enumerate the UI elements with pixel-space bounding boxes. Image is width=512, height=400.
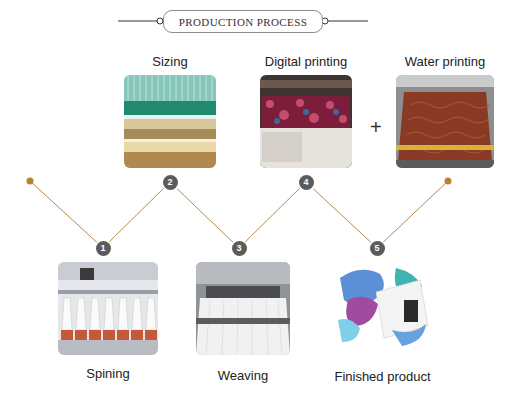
weaving-photo: [196, 262, 290, 355]
process-step: Digital printing: [256, 54, 356, 170]
process-step: Spining: [56, 260, 160, 382]
title-rule: [323, 21, 368, 22]
end-dot: [445, 178, 452, 185]
step-number: 3: [232, 241, 247, 256]
step-label: Finished product: [311, 369, 454, 385]
zigzag-connector: [108, 187, 164, 242]
callout-number: 5: [374, 244, 379, 253]
step-label: Sizing: [100, 54, 240, 70]
step-number: 1: [96, 241, 111, 256]
callout-number: 3: [236, 244, 241, 253]
water-printing-photo: [396, 75, 494, 168]
digital-printing-photo: [260, 75, 352, 168]
end-dot: [27, 178, 34, 185]
step-label: Weaving: [174, 368, 312, 384]
callout-number: 4: [303, 178, 308, 187]
step-number: 4: [299, 175, 314, 190]
finished-product-photo: [333, 262, 432, 352]
process-step: Finished product: [331, 260, 434, 385]
zigzag-connector: [311, 187, 371, 243]
process-step: Water printing: [394, 54, 496, 170]
step-label: Digital printing: [236, 54, 376, 70]
step-label: Spining: [36, 366, 180, 382]
process-step: Weaving: [194, 260, 292, 384]
zigzag-connector: [175, 187, 233, 243]
step-number: 2: [163, 175, 178, 190]
zigzag-line: [30, 181, 103, 248]
sizing-photo: [124, 75, 216, 168]
title-text: PRODUCTION PROCESS: [179, 16, 308, 28]
step-number: 5: [370, 241, 385, 256]
zigzag-line: [377, 181, 448, 248]
title-box: PRODUCTION PROCESS: [163, 10, 323, 33]
process-step: Sizing: [120, 54, 220, 170]
callout-number: 2: [167, 178, 172, 187]
callout-number: 1: [100, 244, 105, 253]
spinning-photo: [58, 262, 158, 355]
title-rule: [118, 21, 162, 22]
step-label: Water printing: [374, 54, 512, 70]
plus-sign: +: [370, 117, 382, 137]
zigzag-connector: [244, 187, 300, 242]
